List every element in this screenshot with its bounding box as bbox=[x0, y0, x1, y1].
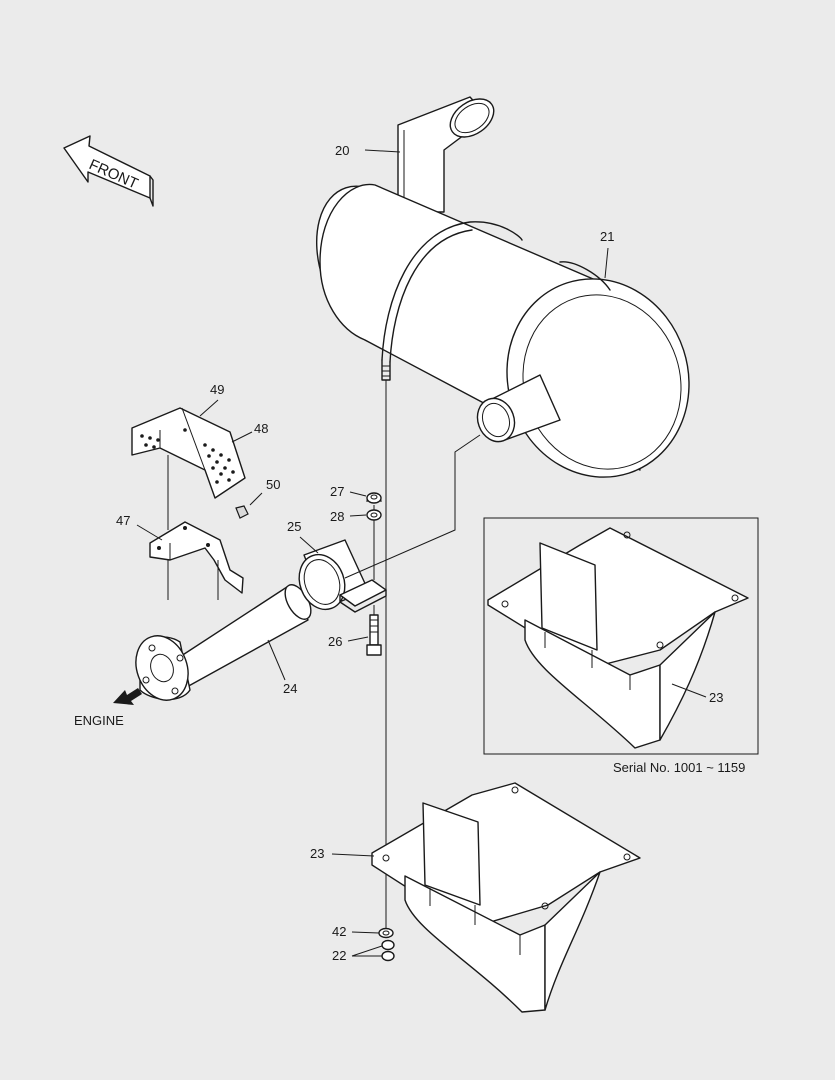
callout-23-lower: 23 bbox=[310, 846, 324, 861]
nuts-part-22 bbox=[381, 939, 395, 962]
callout-28: 28 bbox=[330, 509, 344, 524]
callout-48: 48 bbox=[254, 421, 268, 436]
callout-20: 20 bbox=[335, 143, 349, 158]
callout-25: 25 bbox=[287, 519, 301, 534]
support-bracket-part-23-lower bbox=[371, 782, 641, 1013]
clamp-part-25 bbox=[298, 539, 387, 613]
nut-part-27 bbox=[366, 492, 382, 504]
serial-inset-box bbox=[483, 517, 759, 755]
support-bracket-part-23-inset bbox=[487, 527, 749, 749]
mounting-bracket-part-47 bbox=[149, 521, 244, 600]
serial-number-note: Serial No. 1001 ~ 1159 bbox=[613, 760, 745, 775]
callout-22: 22 bbox=[332, 948, 346, 963]
part-callouts: 20 21 49 48 50 27 28 47 25 26 24 23 Seri… bbox=[116, 143, 745, 963]
heat-shield-part-49-48 bbox=[131, 407, 246, 499]
callout-47: 47 bbox=[116, 513, 130, 528]
callout-24: 24 bbox=[283, 681, 297, 696]
exhaust-pipe-part-24 bbox=[135, 584, 312, 701]
engine-label: ENGINE bbox=[74, 713, 124, 728]
front-arrow: FRONT bbox=[63, 135, 154, 207]
callout-50: 50 bbox=[266, 477, 280, 492]
washer-part-28 bbox=[366, 509, 382, 521]
bolt-part-50 bbox=[235, 492, 263, 519]
exhaust-stack-part-20 bbox=[397, 96, 495, 213]
assembly-lines bbox=[167, 380, 481, 930]
callout-23-inset: 23 bbox=[709, 690, 723, 705]
callout-49: 49 bbox=[210, 382, 224, 397]
callout-21: 21 bbox=[600, 229, 614, 244]
muffler-part-21 bbox=[315, 183, 690, 478]
washer-part-42 bbox=[378, 927, 394, 939]
engine-arrow: ENGINE bbox=[74, 688, 142, 728]
callout-27: 27 bbox=[330, 484, 344, 499]
callout-26: 26 bbox=[328, 634, 342, 649]
bolt-part-26 bbox=[366, 614, 382, 656]
callout-42: 42 bbox=[332, 924, 346, 939]
